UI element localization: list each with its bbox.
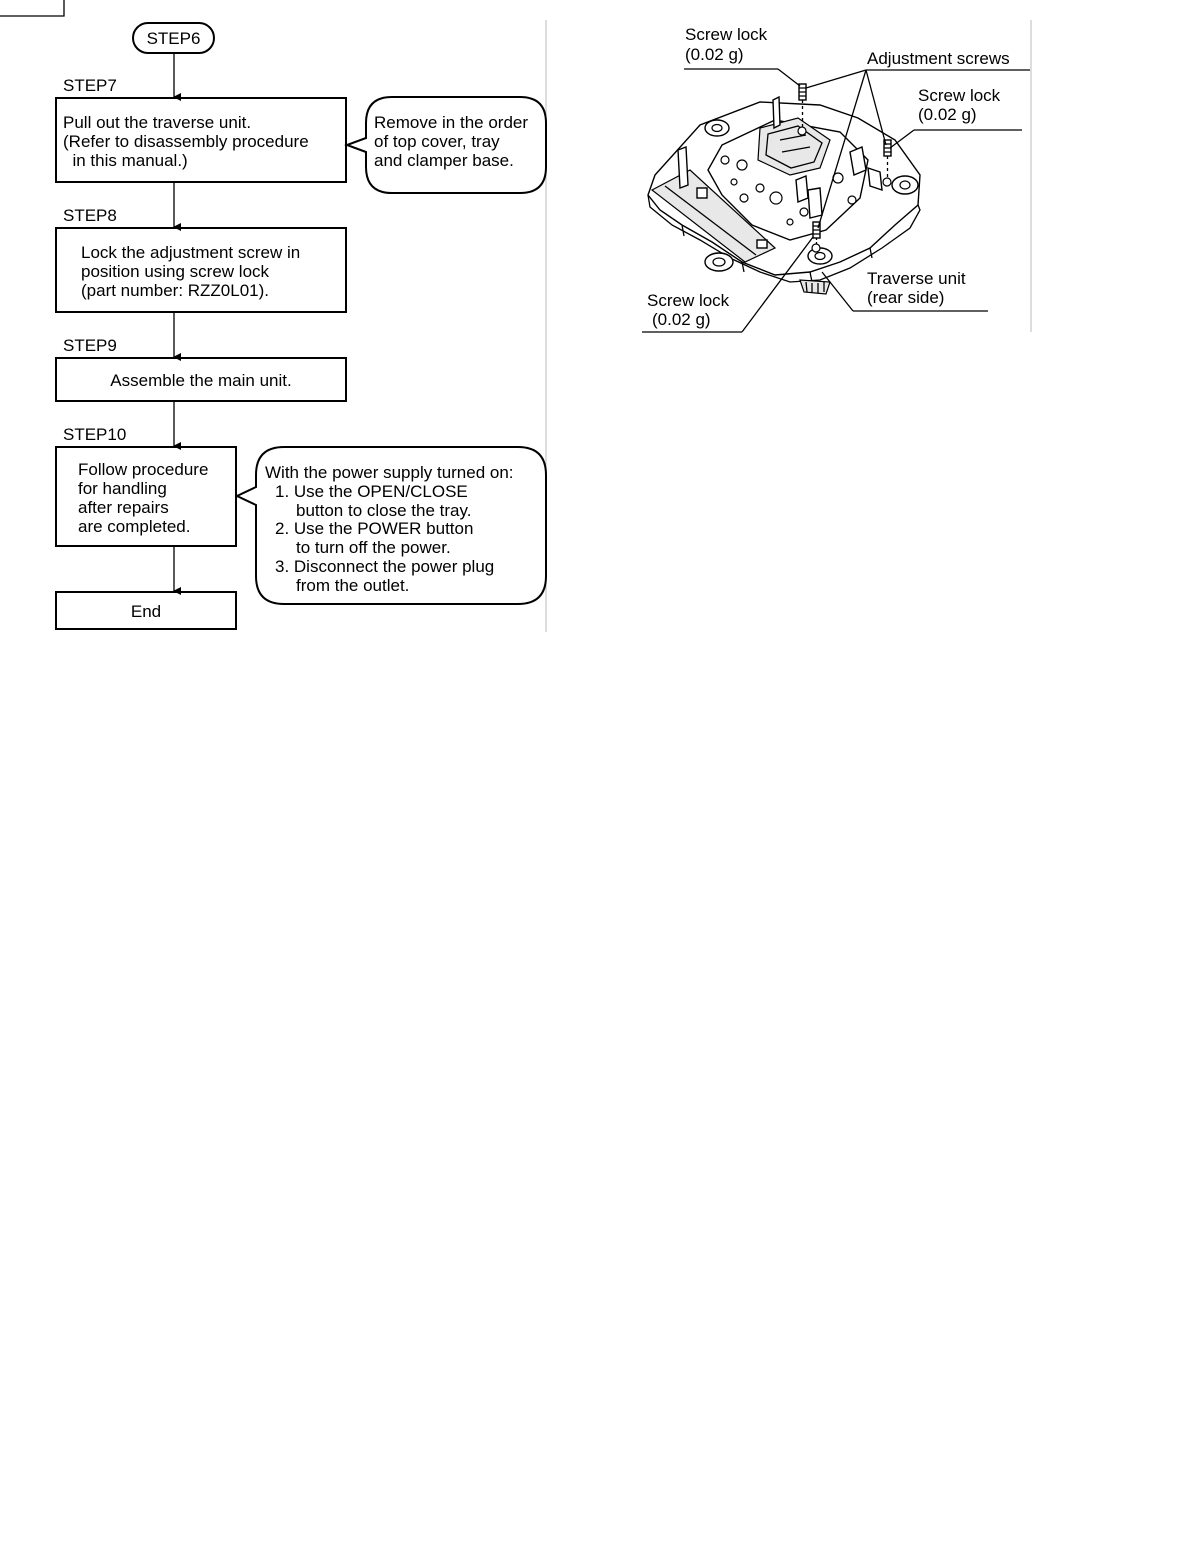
- step7-note-bubble: [344, 96, 547, 194]
- end-label: End: [131, 602, 161, 621]
- step7-text: Pull out the traverse unit. (Refer to di…: [0, 0, 342, 170]
- step8-text: Lock the adjustment screw in position us…: [81, 243, 305, 300]
- end-box: [55, 591, 237, 630]
- step10-note-text: With the power supply turned on: 1. Use …: [265, 463, 518, 595]
- start-label: STEP6: [147, 29, 201, 48]
- step9-text: Assemble the main unit.: [110, 371, 291, 390]
- step7-note-text: Remove in the order of top cover, tray a…: [374, 113, 533, 170]
- step8-box: [55, 227, 347, 313]
- flowchart: STEP6 STEP7 Pull out the traverse unit. …: [0, 0, 547, 630]
- step10-note-bubble: [234, 446, 547, 605]
- callout-leaders: [642, 68, 1030, 333]
- callout-screw-lock-bottom: Screw lock (0.02 g): [647, 291, 734, 329]
- traverse-unit-drawing: [647, 83, 921, 295]
- step10-label: STEP10: [63, 425, 126, 444]
- step10-text: Follow procedure for handling after repa…: [78, 460, 213, 536]
- step7-box: [55, 97, 347, 183]
- step9-label: STEP9: [63, 336, 117, 355]
- step9-box: [55, 357, 347, 402]
- step8-label: STEP8: [63, 206, 117, 225]
- step7-label: STEP7: [63, 76, 117, 95]
- page-corner-mark: [0, 0, 65, 17]
- callout-traverse-unit: Traverse unit (rear side): [867, 269, 970, 307]
- callout-screw-lock-top-left: Screw lock (0.02 g): [685, 25, 772, 64]
- callout-adjustment-screws: Adjustment screws: [867, 49, 1010, 68]
- callout-screw-lock-right: Screw lock (0.02 g): [918, 86, 1005, 124]
